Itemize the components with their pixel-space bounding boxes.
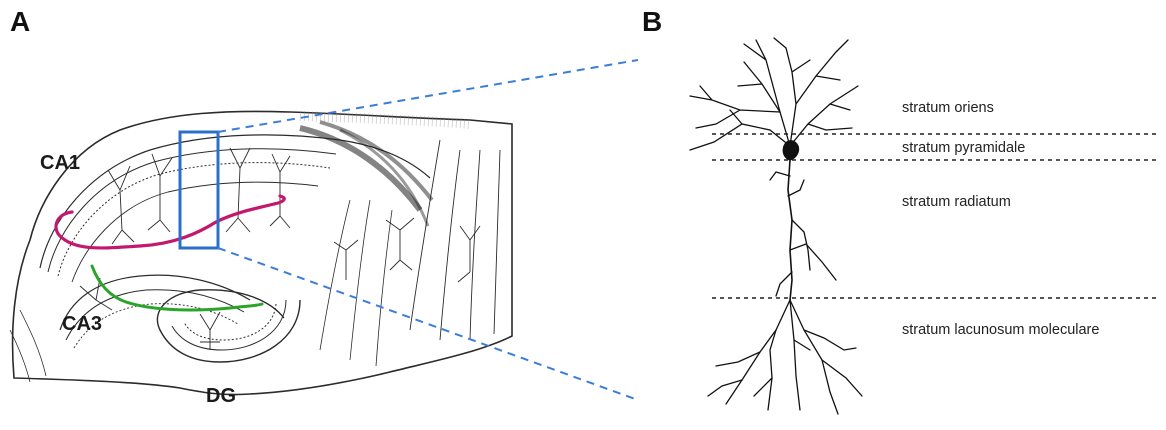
ca3-label: CA3 (62, 313, 102, 335)
hippocampus-drawing (10, 111, 512, 394)
dg-label: DG (206, 385, 236, 407)
label-stratum-pyramidale: stratum pyramidale (902, 140, 1025, 156)
green-pathway (92, 266, 262, 310)
pyramidal-neuron (690, 38, 862, 414)
hippocampus-outline (13, 111, 512, 394)
label-stratum-radiatum: stratum radiatum (902, 194, 1011, 210)
neuron-soma (783, 141, 798, 160)
dentate-gyrus (157, 290, 300, 362)
zoom-line-bottom (218, 248, 638, 400)
ca1-label: CA1 (40, 152, 80, 174)
label-stratum-lacunosum-moleculare: stratum lacunosum moleculare (902, 322, 1099, 338)
label-stratum-oriens: stratum oriens (902, 100, 994, 116)
magenta-pathway (56, 196, 284, 248)
